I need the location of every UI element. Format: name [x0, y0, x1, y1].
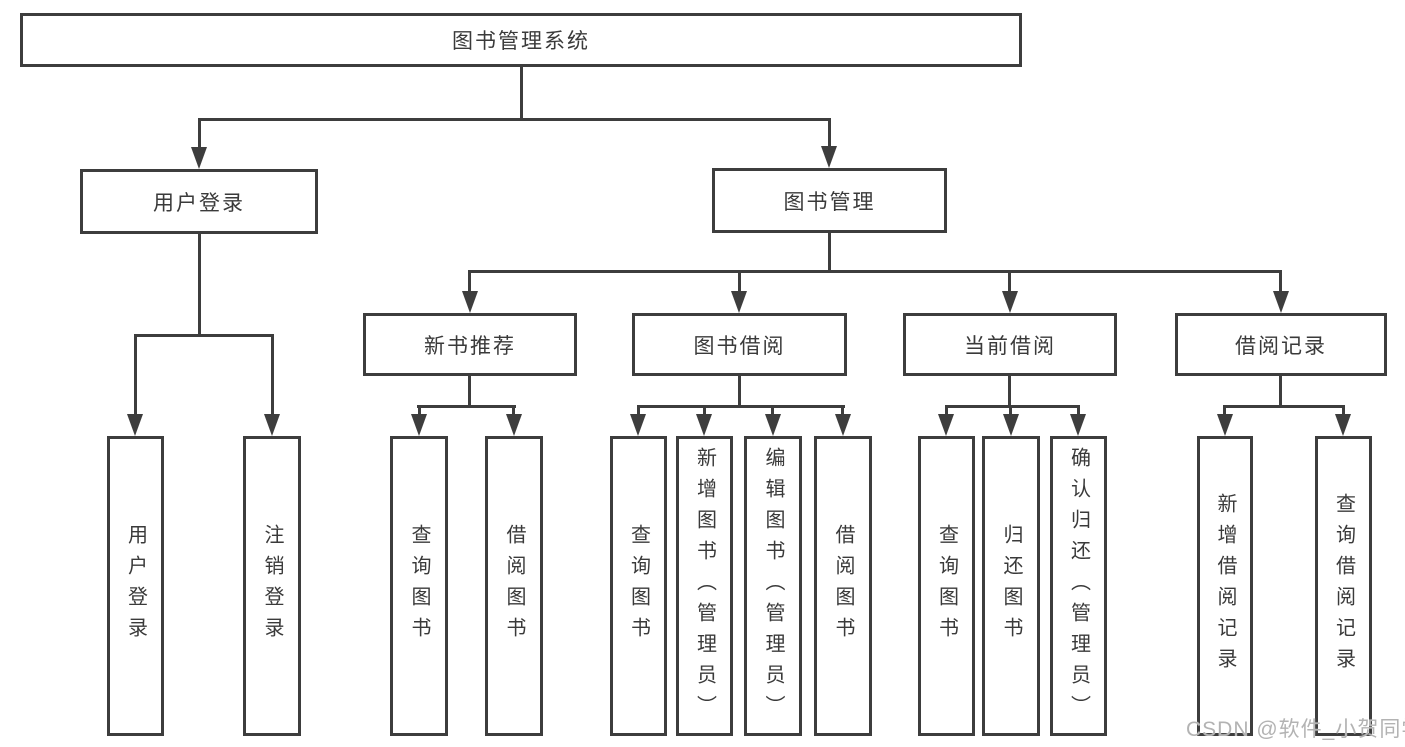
leaf-label: 归还图书 — [1000, 524, 1022, 648]
connector-line — [1223, 405, 1345, 408]
connector-line — [1008, 270, 1011, 294]
connector-line — [417, 405, 516, 408]
connector-line — [738, 270, 741, 294]
arrowhead — [821, 146, 837, 168]
leaf-label: 查询图书 — [935, 524, 958, 648]
connector-line — [1279, 270, 1282, 294]
arrowhead — [264, 414, 280, 436]
watermark: CSDN @软件_小贺同学 — [1186, 718, 1405, 741]
arrowhead — [765, 414, 781, 436]
connector-line — [637, 405, 845, 408]
arrowhead — [696, 414, 712, 436]
connector-line — [1008, 376, 1011, 406]
connector-line — [637, 405, 640, 417]
leaf-return-books: 归还图书 — [982, 436, 1040, 736]
leaf-label: 注销登录 — [261, 524, 283, 648]
connector-line — [134, 334, 137, 416]
connector-line — [271, 334, 274, 416]
leaf-query-books-3: 查询图书 — [918, 436, 975, 736]
node-label: 图书借阅 — [693, 334, 786, 358]
leaf-query-borrow-record: 查询借阅记录 — [1315, 436, 1372, 736]
leaf-label: 查询图书 — [408, 524, 430, 648]
node-book-management: 图书管理 — [712, 168, 947, 233]
leaf-borrow-books-1: 借阅图书 — [485, 436, 543, 736]
node-label: 图书管理系统 — [452, 30, 590, 53]
connector-line — [1009, 405, 1012, 417]
leaf-label: 新增图书（管理员） — [693, 446, 716, 726]
leaf-add-books-admin: 新增图书（管理员） — [676, 436, 733, 736]
connector-line — [1077, 405, 1080, 417]
connector-line — [512, 405, 515, 417]
node-borrowing-records: 借阅记录 — [1175, 313, 1387, 376]
connector-line — [468, 270, 471, 294]
leaf-edit-books-admin: 编辑图书（管理员） — [744, 436, 802, 736]
leaf-add-borrow-record: 新增借阅记录 — [1197, 436, 1253, 736]
leaf-query-books-1: 查询图书 — [390, 436, 448, 736]
connector-line — [841, 405, 844, 417]
leaf-label: 新增借阅记录 — [1214, 493, 1236, 679]
connector-line — [828, 118, 831, 148]
arrowhead — [191, 147, 207, 169]
leaf-label: 编辑图书（管理员） — [762, 446, 784, 726]
node-current-borrowing: 当前借阅 — [903, 313, 1117, 376]
arrowhead — [506, 414, 522, 436]
arrowhead — [1003, 414, 1019, 436]
arrowhead — [127, 414, 143, 436]
leaf-label: 借阅图书 — [503, 524, 525, 648]
connector-line — [1342, 405, 1345, 417]
arrowhead — [630, 414, 646, 436]
connector-line — [771, 405, 774, 417]
connector-line — [198, 118, 831, 121]
leaf-confirm-return-admin: 确认归还（管理员） — [1050, 436, 1107, 736]
arrowhead — [411, 414, 427, 436]
connector-line — [703, 405, 706, 417]
arrowhead — [731, 291, 747, 313]
connector-line — [945, 405, 948, 417]
connector-line — [1223, 405, 1226, 417]
leaf-label: 确认归还（管理员） — [1067, 446, 1090, 726]
connector-line — [1279, 376, 1282, 406]
connector-line — [134, 334, 274, 337]
arrowhead — [1335, 414, 1351, 436]
node-book-management-system: 图书管理系统 — [20, 13, 1022, 67]
connector-line — [198, 234, 201, 334]
connector-line — [198, 118, 201, 148]
node-label: 新书推荐 — [424, 334, 516, 358]
leaf-label: 用户登录 — [124, 524, 147, 648]
node-user-login: 用户登录 — [80, 169, 318, 234]
leaf-user-login: 用户登录 — [107, 436, 164, 736]
node-label: 图书管理 — [783, 190, 876, 214]
connector-line — [468, 270, 1282, 273]
connector-line — [945, 405, 1080, 408]
leaf-logout: 注销登录 — [243, 436, 301, 736]
arrowhead — [1273, 291, 1289, 313]
connector-line — [418, 405, 421, 417]
arrowhead — [1002, 291, 1018, 313]
arrowhead — [1217, 414, 1233, 436]
leaf-query-books-2: 查询图书 — [610, 436, 667, 736]
arrowhead — [462, 291, 478, 313]
leaf-label: 借阅图书 — [832, 524, 854, 648]
arrowhead — [1070, 414, 1086, 436]
node-label: 用户登录 — [153, 191, 245, 215]
node-label: 借阅记录 — [1235, 334, 1327, 358]
leaf-label: 查询图书 — [627, 524, 650, 648]
connector-line — [738, 376, 741, 406]
arrowhead — [835, 414, 851, 436]
arrowhead — [938, 414, 954, 436]
connector-line — [828, 233, 831, 270]
connector-line — [468, 376, 471, 406]
node-new-book-recommendation: 新书推荐 — [363, 313, 577, 376]
leaf-label: 查询借阅记录 — [1332, 493, 1355, 679]
node-book-borrowing: 图书借阅 — [632, 313, 847, 376]
leaf-borrow-books-2: 借阅图书 — [814, 436, 872, 736]
connector-line — [520, 67, 523, 118]
node-label: 当前借阅 — [964, 334, 1056, 358]
